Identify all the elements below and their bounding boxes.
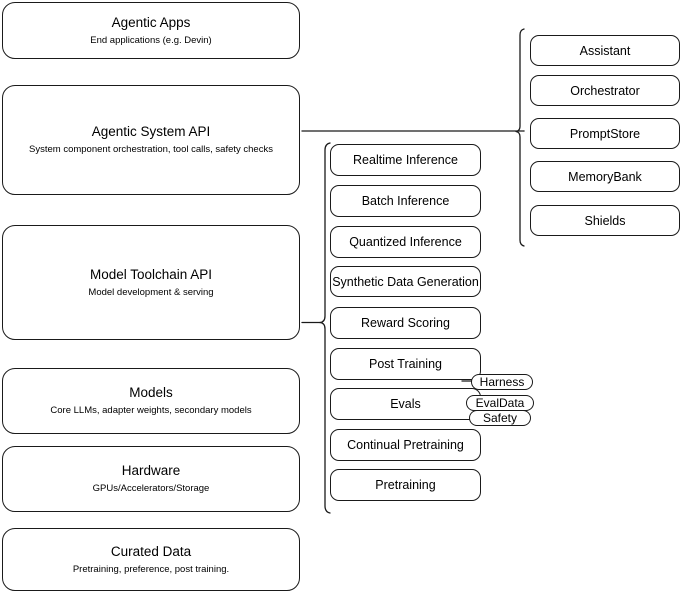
layer-title: Agentic System API: [91, 124, 211, 139]
tag-label: Harness: [479, 375, 525, 389]
toolchain-component-reward-scoring[interactable]: Reward Scoring: [330, 307, 481, 339]
component-label: Shields: [584, 213, 626, 228]
brace-right: [515, 28, 525, 247]
component-label: Reward Scoring: [361, 316, 450, 330]
evals-tag-harness[interactable]: Harness: [471, 374, 533, 390]
layer-box-curated-data[interactable]: Curated Data Pretraining, preference, po…: [2, 528, 300, 591]
component-label: Post Training: [369, 357, 442, 371]
layer-subtitle: Model development & serving: [88, 286, 214, 298]
component-label: Realtime Inference: [353, 153, 458, 167]
system-component-assistant[interactable]: Assistant: [530, 35, 680, 66]
layer-title: Agentic Apps: [111, 14, 191, 30]
component-label: Synthetic Data Generation: [332, 274, 479, 289]
component-label: Orchestrator: [570, 83, 640, 98]
toolchain-component-evals[interactable]: Evals: [330, 388, 481, 420]
system-component-promptstore[interactable]: PromptStore: [530, 118, 680, 149]
toolchain-component-realtime-inference[interactable]: Realtime Inference: [330, 144, 481, 176]
toolchain-component-quantized-inference[interactable]: Quantized Inference: [330, 226, 481, 258]
system-component-memorybank[interactable]: MemoryBank: [530, 161, 680, 192]
toolchain-component-continual-pretraining[interactable]: Continual Pretraining: [330, 429, 481, 461]
layer-box-agentic-apps[interactable]: Agentic Apps End applications (e.g. Devi…: [2, 2, 300, 59]
layer-box-model-toolchain-api[interactable]: Model Toolchain API Model development & …: [2, 225, 300, 340]
system-component-shields[interactable]: Shields: [530, 205, 680, 236]
layer-subtitle: GPUs/Accelerators/Storage: [92, 483, 210, 494]
toolchain-component-pretraining[interactable]: Pretraining: [330, 469, 481, 501]
component-label: Continual Pretraining: [347, 438, 464, 452]
layer-subtitle: System component orchestration, tool cal…: [29, 144, 273, 155]
component-label: PromptStore: [569, 126, 641, 141]
component-label: MemoryBank: [568, 169, 642, 184]
layer-title: Curated Data: [110, 543, 192, 559]
tag-label: EvalData: [475, 396, 525, 410]
component-label: Pretraining: [375, 478, 436, 492]
toolchain-component-synthetic-data-generation[interactable]: Synthetic Data Generation: [330, 266, 481, 297]
layer-title: Model Toolchain API: [89, 266, 213, 282]
layer-title: Hardware: [121, 463, 181, 478]
component-label: Quantized Inference: [349, 235, 462, 249]
evals-tag-evaldata[interactable]: EvalData: [466, 395, 534, 411]
layer-subtitle: Core LLMs, adapter weights, secondary mo…: [50, 405, 252, 416]
layer-title: Models: [129, 385, 173, 400]
layer-subtitle: Pretraining, preference, post training.: [72, 563, 230, 575]
component-label: Evals: [390, 397, 421, 411]
component-label: Assistant: [579, 43, 631, 58]
layer-box-models[interactable]: Models Core LLMs, adapter weights, secon…: [2, 368, 300, 434]
layer-box-hardware[interactable]: Hardware GPUs/Accelerators/Storage: [2, 446, 300, 512]
toolchain-component-post-training[interactable]: Post Training: [330, 348, 481, 380]
layer-box-agentic-system-api[interactable]: Agentic System API System component orch…: [2, 85, 300, 195]
layer-subtitle: End applications (e.g. Devin): [90, 34, 212, 46]
tag-label: Safety: [482, 411, 518, 425]
component-label: Batch Inference: [361, 194, 450, 208]
brace-middle: [319, 142, 331, 514]
evals-tag-safety[interactable]: Safety: [469, 410, 531, 426]
toolchain-component-batch-inference[interactable]: Batch Inference: [330, 185, 481, 217]
system-component-orchestrator[interactable]: Orchestrator: [530, 75, 680, 106]
